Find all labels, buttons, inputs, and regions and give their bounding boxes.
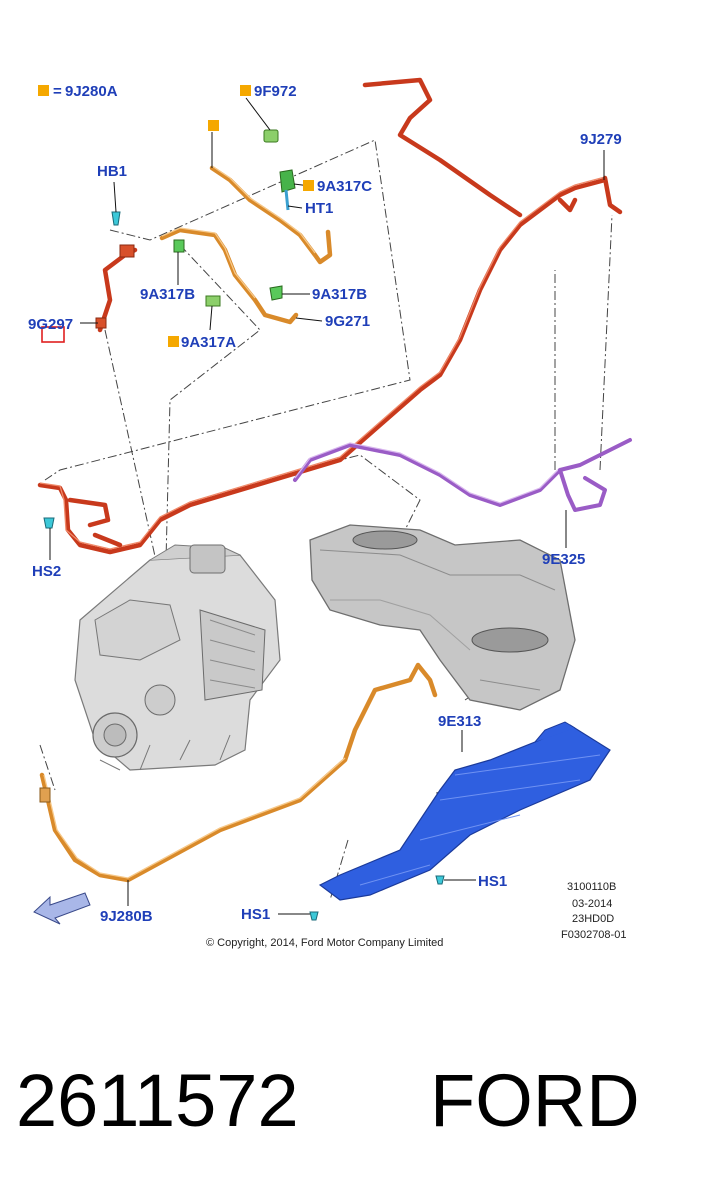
legend-code: 9J280A	[65, 83, 118, 100]
meta-line-1: 3100110B	[567, 881, 616, 893]
marker-9f972-icon	[240, 85, 251, 96]
clip-hs1-left-icon	[309, 911, 319, 921]
clip-hs1-right-icon	[435, 875, 445, 885]
label-hb1: HB1	[97, 163, 127, 180]
label-9a317a: 9A317A	[181, 334, 236, 351]
label-9j279: 9J279	[580, 131, 622, 148]
label-hs2: HS2	[32, 563, 61, 580]
label-9f972: 9F972	[254, 83, 297, 100]
legend-equals: =	[53, 83, 62, 100]
highlight-box	[41, 326, 65, 343]
label-9g271: 9G271	[325, 313, 370, 330]
label-9g297: 9G297	[28, 316, 73, 333]
connectors	[41, 129, 445, 921]
brand-name: FORD	[430, 1059, 640, 1142]
heat-shield-9e313	[318, 721, 611, 901]
copyright-notice: © Copyright, 2014, Ford Motor Company Li…	[206, 937, 443, 949]
vapor-line-purple	[293, 438, 632, 512]
clip-hb1-icon	[111, 211, 121, 226]
leader-lines	[49, 97, 605, 915]
part-number: 2611572	[16, 1059, 299, 1142]
label-9e313: 9E313	[438, 713, 481, 730]
marker-unlabeled-icon	[208, 120, 219, 131]
label-hs1-left: HS1	[241, 906, 270, 923]
meta-line-3: 23HD0D	[572, 913, 614, 925]
front-direction-arrow-icon	[33, 892, 91, 925]
engine-illustration	[74, 544, 281, 771]
marker-9a317c-icon	[303, 180, 314, 191]
connector-9f972-icon	[263, 129, 279, 143]
label-9a317c: 9A317C	[317, 178, 372, 195]
clip-hs2-icon	[43, 517, 55, 529]
marker-9a317a-icon	[168, 336, 179, 347]
legend-marker-icon	[38, 85, 49, 96]
connector-9a317b-left-icon	[173, 239, 185, 253]
label-9j280b: 9J280B	[100, 908, 153, 925]
connector-9a317b-right-icon	[269, 285, 283, 301]
clip-ht1-icon	[284, 189, 290, 211]
connector-9a317a-icon	[205, 295, 221, 307]
label-9e325: 9E325	[542, 551, 585, 568]
label-hs1-right: HS1	[478, 873, 507, 890]
label-ht1: HT1	[305, 200, 333, 217]
meta-line-2: 03-2014	[572, 898, 612, 910]
label-9a317b-left: 9A317B	[140, 286, 195, 303]
fuel-line-red	[37, 77, 623, 555]
label-9a317b-right: 9A317B	[312, 286, 367, 303]
connector-9a317c-icon	[279, 169, 296, 193]
fuel-tank-illustration	[309, 524, 576, 711]
fuel-line-orange	[39, 165, 438, 883]
meta-line-4: F0302708-01	[561, 929, 626, 941]
